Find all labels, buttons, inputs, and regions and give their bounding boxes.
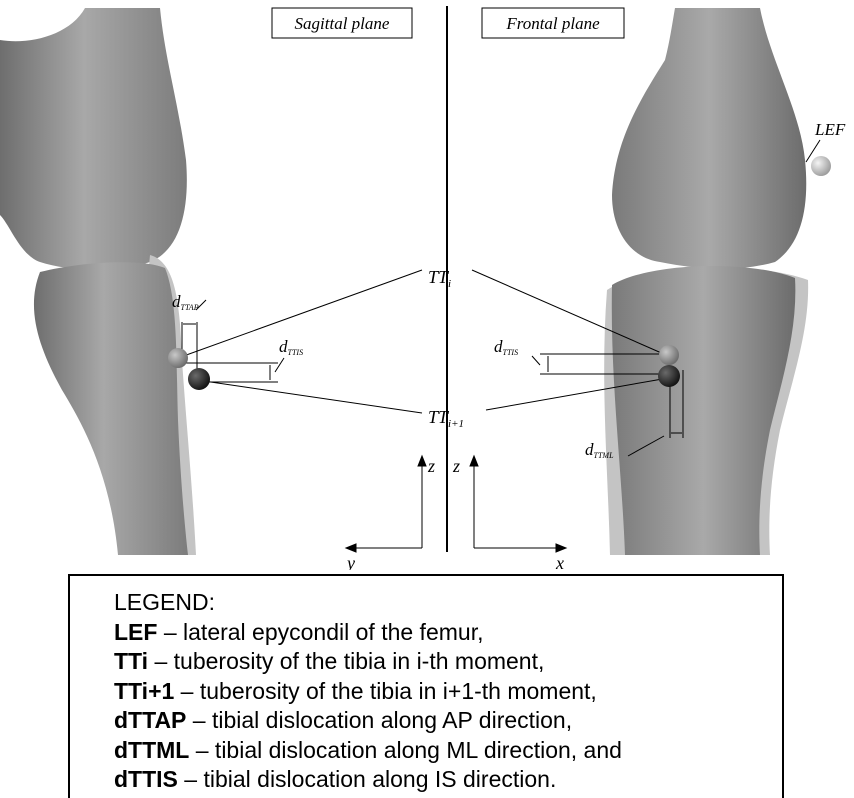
tti-marker-sagittal — [168, 348, 188, 368]
sagittal-title-box: Sagittal plane — [272, 8, 412, 38]
tti-marker-frontal — [659, 345, 679, 365]
legend-item-lef: LEF – lateral epycondil of the femur, — [114, 618, 782, 648]
legend-item-tti1: TTi+1 – tuberosity of the tibia in i+1-t… — [114, 677, 782, 707]
legend-desc: – tibial dislocation along IS direction. — [178, 766, 556, 792]
sagittal-axes — [346, 456, 426, 552]
tti1-label: TTi+1 — [428, 407, 464, 430]
legend-desc: – lateral epycondil of the femur, — [157, 619, 483, 645]
sagittal-femur — [0, 8, 187, 270]
legend-term: dTTIS — [114, 766, 178, 792]
legend-term: dTTAP — [114, 707, 186, 733]
sagittal-tibia — [34, 262, 188, 555]
frontal-femur — [612, 8, 806, 269]
legend-box: LEGEND: LEF – lateral epycondil of the f… — [68, 574, 784, 798]
legend-term: LEF — [114, 619, 157, 645]
sagittal-title: Sagittal plane — [295, 14, 390, 33]
frontal-title-box: Frontal plane — [482, 8, 624, 38]
lef-label: LEF — [814, 120, 846, 139]
sagittal-z-label: z — [427, 456, 435, 476]
frontal-title: Frontal plane — [505, 14, 600, 33]
legend-desc: – tibial dislocation along ML direction,… — [189, 737, 622, 763]
knee-diagram: Sagittal plane Frontal plane — [0, 0, 854, 570]
legend-term: TTi+1 — [114, 678, 174, 704]
legend-item-tti: TTi – tuberosity of the tibia in i-th mo… — [114, 647, 782, 677]
frontal-axes — [470, 456, 566, 552]
dttap-label: dTTAP — [172, 292, 199, 312]
legend-item-dttml: dTTML – tibial dislocation along ML dire… — [114, 736, 782, 766]
dttis-right-label: dTTIS — [494, 337, 518, 357]
legend-title: LEGEND: — [114, 588, 782, 618]
legend-item-dttis: dTTIS – tibial dislocation along IS dire… — [114, 765, 782, 795]
legend-item-dttap: dTTAP – tibial dislocation along AP dire… — [114, 706, 782, 736]
legend-desc: – tuberosity of the tibia in i+1-th mome… — [174, 678, 597, 704]
sagittal-y-label: y — [345, 553, 355, 570]
legend-term: dTTML — [114, 737, 189, 763]
frontal-z-label: z — [452, 456, 460, 476]
frontal-x-label: x — [555, 553, 564, 570]
legend-term: TTi — [114, 648, 148, 674]
dttis-left-label: dTTIS — [279, 337, 303, 357]
tti1-marker-sagittal — [188, 368, 210, 390]
tti-label: TTi — [428, 267, 451, 290]
legend-desc: – tuberosity of the tibia in i-th moment… — [148, 648, 544, 674]
legend-desc: – tibial dislocation along AP direction, — [186, 707, 572, 733]
tti1-marker-frontal — [658, 365, 680, 387]
lef-marker — [811, 156, 831, 176]
